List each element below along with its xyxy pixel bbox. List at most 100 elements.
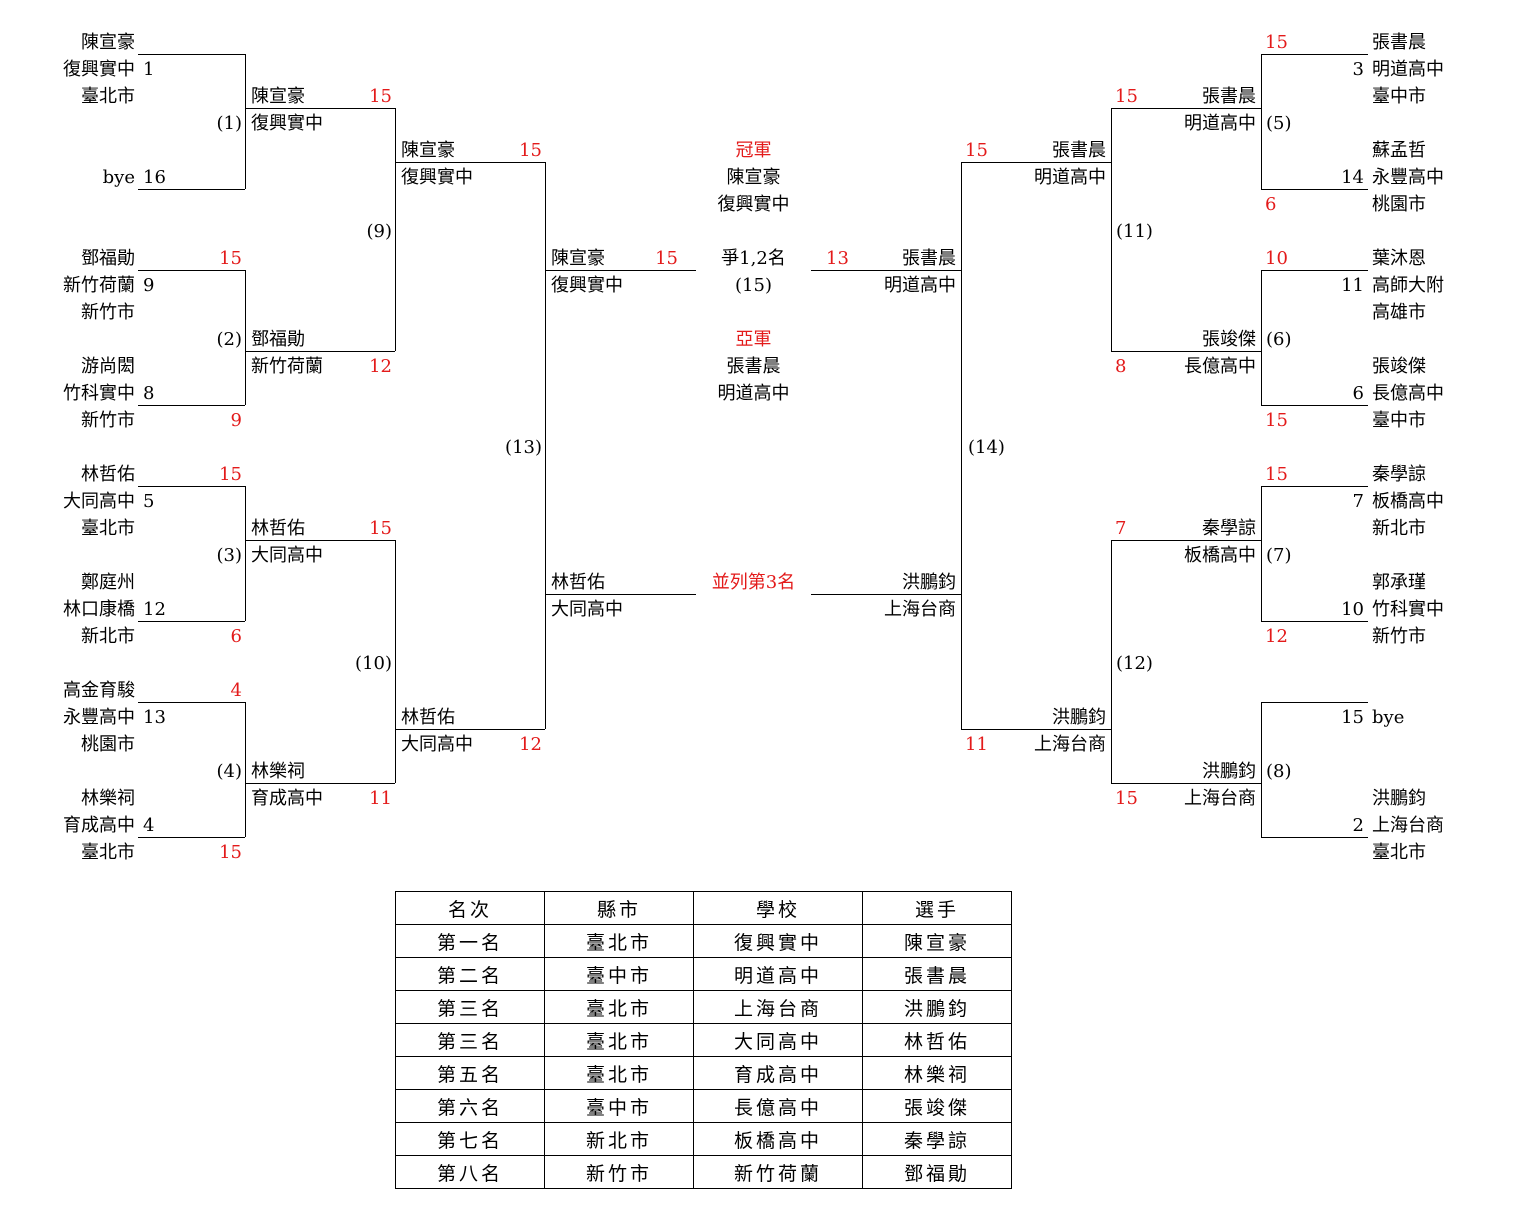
rank-cell: 第七名 <box>395 1122 545 1156</box>
player-city: 桃園市 <box>81 734 135 755</box>
match-number: (4) <box>216 761 243 782</box>
score: 15 <box>219 842 242 863</box>
player-name: 陳宣豪 <box>551 248 605 269</box>
player-school: 大同高中 <box>551 599 623 620</box>
match-number: (14) <box>968 437 1005 458</box>
player-school: 永豐高中 <box>63 707 135 728</box>
seed-number: 7 <box>1352 491 1364 512</box>
seed-number: 13 <box>143 707 166 728</box>
score: 11 <box>369 788 392 809</box>
school-cell: 育成高中 <box>693 1056 863 1090</box>
runnerup-name: 張書晨 <box>726 356 781 377</box>
score: 7 <box>1115 518 1127 539</box>
score: 15 <box>1265 32 1288 53</box>
player-school: 新竹荷蘭 <box>63 275 135 296</box>
seed-number: 16 <box>143 167 166 188</box>
player-name: 游尚閎 <box>81 356 135 377</box>
seed-number: 12 <box>143 599 166 620</box>
player-city: 新竹市 <box>1372 626 1426 647</box>
match-number: (9) <box>366 221 393 242</box>
seed-number: 10 <box>1341 599 1364 620</box>
player-city: 臺北市 <box>81 842 135 863</box>
table-header-row: 名次 縣市 學校 選手 <box>395 891 1012 925</box>
player-name: 洪鵬鈞 <box>1372 788 1426 809</box>
player-school: 長億高中 <box>1372 383 1444 404</box>
header-cell: 縣市 <box>544 891 694 925</box>
runnerup-label: 亞軍 <box>735 329 772 350</box>
score: 15 <box>1115 86 1138 107</box>
score: 15 <box>219 248 242 269</box>
final-standings-table: 名次 縣市 學校 選手 第一名 臺北市 復興實中 陳宣豪 第二名 臺中市 明道高… <box>395 891 1012 1189</box>
score: 12 <box>519 734 542 755</box>
player-name: 葉沐恩 <box>1372 248 1426 269</box>
score: 6 <box>230 626 242 647</box>
rank-cell: 第三名 <box>395 1023 545 1057</box>
school-cell: 明道高中 <box>693 957 863 991</box>
school-cell: 上海台商 <box>693 990 863 1024</box>
table-row: 第三名 臺北市 大同高中 林哲佑 <box>395 1023 1012 1057</box>
score: 15 <box>965 140 988 161</box>
player-school: 竹科實中 <box>1372 599 1444 620</box>
third-place-label: 並列第3名 <box>711 572 796 593</box>
player-name: 蘇孟哲 <box>1372 140 1426 161</box>
champion-label: 冠軍 <box>735 140 772 161</box>
seed-number: 4 <box>143 815 155 836</box>
player-cell: 陳宣豪 <box>862 924 1012 958</box>
match-number: (3) <box>216 545 243 566</box>
player-city: 新北市 <box>1372 518 1426 539</box>
city-cell: 新竹市 <box>544 1155 694 1189</box>
player-school: 新竹荷蘭 <box>251 356 323 377</box>
player-city: 新竹市 <box>81 302 135 323</box>
player-city: 臺中市 <box>1372 86 1426 107</box>
player-name: 張竣傑 <box>1372 356 1426 377</box>
champion-school: 復興實中 <box>717 194 790 215</box>
player-school: 板橋高中 <box>1372 491 1444 512</box>
player-name: 林哲佑 <box>551 572 605 593</box>
score: 15 <box>369 518 392 539</box>
school-cell: 大同高中 <box>693 1023 863 1057</box>
player-name: 鄧福勛 <box>251 329 305 350</box>
match-number: (2) <box>216 329 243 350</box>
player-name: 鄧福勛 <box>81 248 135 269</box>
player-school: 明道高中 <box>1184 113 1256 134</box>
player-name: 林樂祠 <box>81 788 135 809</box>
player-school: 大同高中 <box>63 491 135 512</box>
table-row: 第五名 臺北市 育成高中 林樂祠 <box>395 1056 1012 1090</box>
player-cell: 林哲佑 <box>862 1023 1012 1057</box>
player-cell: 鄧福勛 <box>862 1155 1012 1189</box>
score: 13 <box>826 248 849 269</box>
player-school: 大同高中 <box>251 545 323 566</box>
final-label: 爭1,2名 <box>721 248 786 269</box>
city-cell: 臺中市 <box>544 1089 694 1123</box>
player-name: 林樂祠 <box>251 761 305 782</box>
match-number: (8) <box>1266 761 1292 782</box>
score: 15 <box>655 248 678 269</box>
player-school: 復興實中 <box>251 113 323 134</box>
player-school: 明道高中 <box>884 275 956 296</box>
player-school: 長億高中 <box>1184 356 1256 377</box>
seed-number: 5 <box>143 491 155 512</box>
score: 10 <box>1265 248 1288 269</box>
seed-number: 11 <box>1341 275 1364 296</box>
player-name: 高金育駿 <box>63 680 135 701</box>
city-cell: 新北市 <box>544 1122 694 1156</box>
player-cell: 林樂祠 <box>862 1056 1012 1090</box>
player-name: bye <box>102 167 135 188</box>
player-school: 板橋高中 <box>1184 545 1256 566</box>
player-name: 郭承瑾 <box>1372 572 1426 593</box>
table-row: 第三名 臺北市 上海台商 洪鵬鈞 <box>395 990 1012 1024</box>
player-city: 臺中市 <box>1372 410 1426 431</box>
rank-cell: 第二名 <box>395 957 545 991</box>
player-cell: 張書晨 <box>862 957 1012 991</box>
city-cell: 臺中市 <box>544 957 694 991</box>
score: 15 <box>219 464 242 485</box>
player-school: 育成高中 <box>63 815 135 836</box>
city-cell: 臺北市 <box>544 990 694 1024</box>
player-school: 上海台商 <box>884 599 956 620</box>
header-cell: 名次 <box>395 891 545 925</box>
player-school: 復興實中 <box>63 59 135 80</box>
score: 12 <box>369 356 392 377</box>
table-row: 第二名 臺中市 明道高中 張書晨 <box>395 957 1012 991</box>
player-name: 洪鵬鈞 <box>1052 707 1106 728</box>
player-school: 上海台商 <box>1034 734 1106 755</box>
